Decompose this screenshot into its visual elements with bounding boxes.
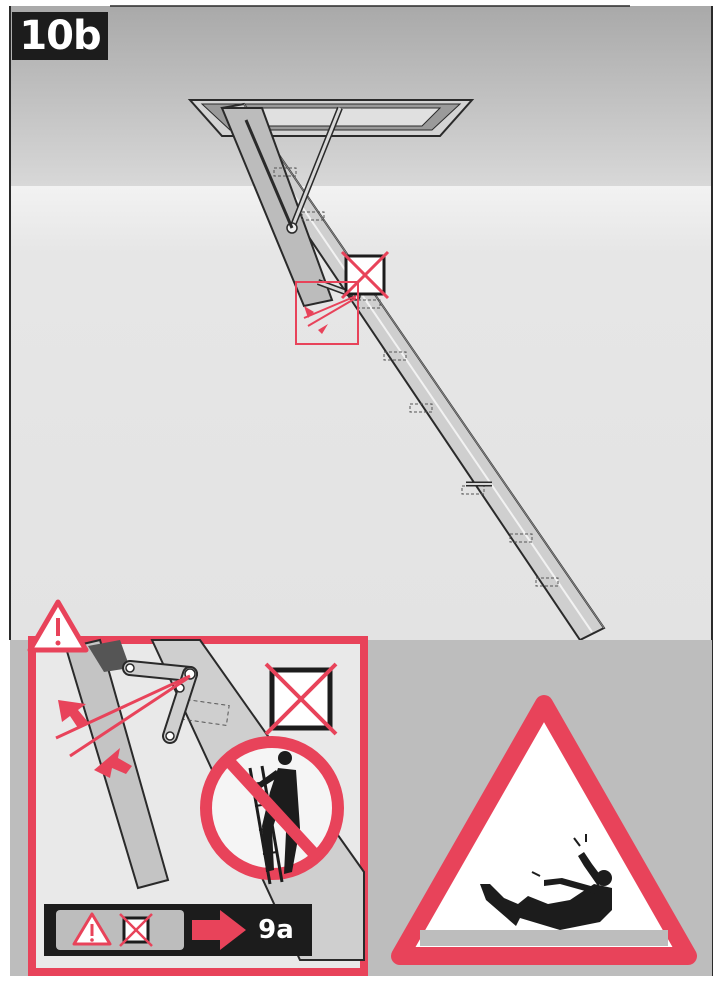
fall-hazard-sign — [391, 695, 697, 965]
warning-bar — [44, 904, 312, 956]
crossed-box-icon — [340, 250, 390, 300]
room-wall — [10, 186, 712, 640]
goto-step-label: 9a — [258, 915, 294, 945]
pinch-warning-panel — [10, 599, 410, 976]
fall-hazard-panel — [391, 640, 712, 976]
folding-ladder — [220, 102, 606, 642]
warning-triangle-icon — [72, 912, 112, 946]
falling-person-icon — [480, 834, 612, 930]
pinch-arrows-icon — [55, 674, 191, 778]
ceiling-band — [10, 6, 712, 190]
crossed-box-icon — [264, 662, 338, 736]
prohibition-sign-icon — [200, 736, 344, 885]
hinge-arm — [122, 660, 198, 744]
climbing-person-icon — [248, 751, 300, 885]
warning-triangle-icon — [27, 599, 89, 653]
pinch-point-highlight — [295, 281, 359, 345]
step-number: 10b — [12, 12, 108, 60]
main-scene — [9, 5, 713, 976]
crossed-box-icon — [119, 913, 153, 947]
arrow-right-icon — [192, 910, 246, 950]
